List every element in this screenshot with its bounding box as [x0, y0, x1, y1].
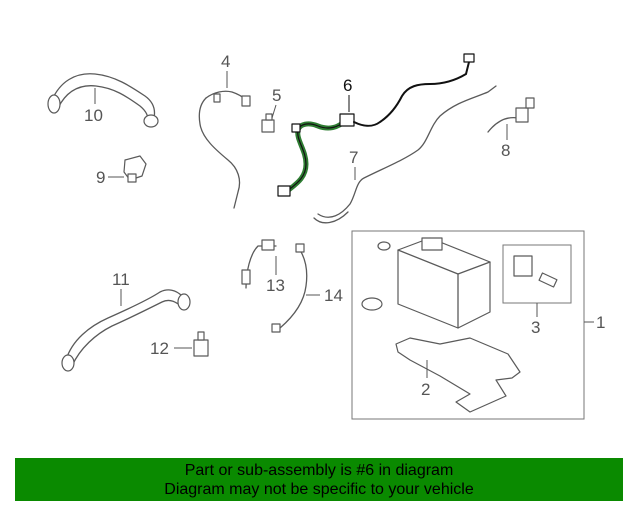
callout-14: 14: [324, 286, 343, 305]
part-6-hose-assembly: [277, 53, 475, 197]
callout-4: 4: [221, 52, 230, 71]
part-5-sensor: [261, 113, 275, 133]
callout-10: 10: [84, 106, 103, 125]
part-1-canister: [361, 237, 491, 329]
callout-13: 13: [266, 276, 285, 295]
part-11-hose: [61, 289, 191, 372]
footer-line-2: Diagram may not be specific to your vehi…: [164, 480, 474, 498]
callout-12: 12: [150, 339, 169, 358]
part-10-hose: [47, 73, 159, 128]
callout-5: 5: [272, 86, 281, 105]
assembly-box-1: [351, 230, 585, 420]
callout-6: 6: [343, 76, 352, 95]
part-13-sensor: [241, 239, 277, 289]
assembly-box-3: [502, 244, 572, 304]
part-3-valve: [513, 255, 558, 288]
part-2-shield: [395, 337, 521, 413]
callout-2: 2: [421, 380, 430, 399]
callout-3: 3: [531, 318, 540, 337]
part-12-fitting: [193, 331, 209, 357]
footer-line-1: Part or sub-assembly is #6 in diagram: [184, 461, 454, 479]
parts-diagram: 10 9 4 5 6 7: [47, 52, 605, 420]
callout-9: 9: [96, 168, 105, 187]
part-14-line: [271, 243, 308, 333]
callout-11: 11: [112, 270, 130, 289]
part-7-line: [313, 85, 497, 224]
footer-banner: Part or sub-assembly is #6 in diagram Di…: [15, 458, 623, 501]
callout-7: 7: [349, 148, 358, 167]
part-8-fitting: [487, 97, 535, 133]
part-9-connector: [123, 155, 147, 183]
part-4-line: [198, 90, 251, 209]
callout-1: 1: [596, 313, 605, 332]
callout-8: 8: [501, 141, 510, 160]
